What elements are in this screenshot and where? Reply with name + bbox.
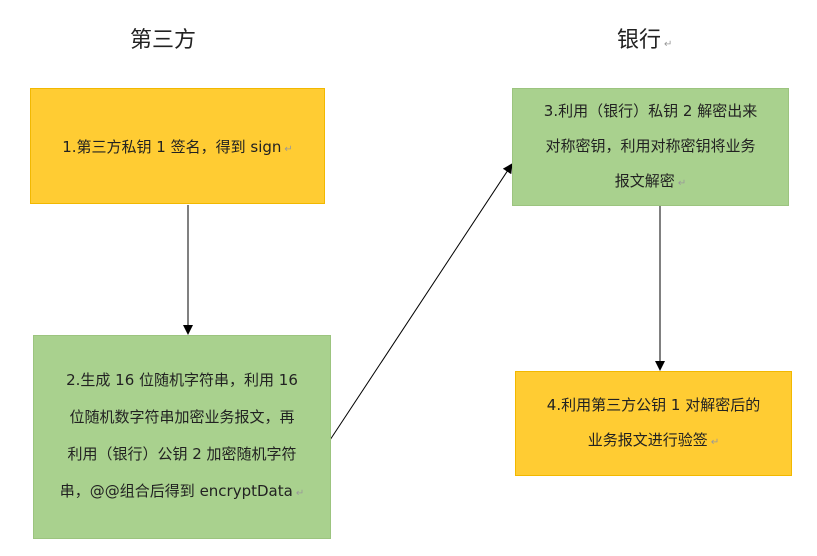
- step-3-line-2: 对称密钥，利用对称密钥将业务: [545, 136, 756, 155]
- step-3-line-1: 3.利用（银行）私钥 2 解密出来: [543, 101, 758, 120]
- step-1-line: 1.第三方私钥 1 签名，得到 sign↵: [62, 136, 293, 157]
- step-4-line-2: 业务报文进行验签: [587, 430, 708, 449]
- step-3-line-3: 报文解密: [614, 171, 675, 190]
- step-2-box: 2.生成 16 位随机字符串，利用 16 位随机数字符串加密业务报文，再 利用（…: [33, 335, 331, 539]
- arrow-step2-to-step3: [329, 163, 513, 441]
- step-2-line-4: 串，@@组合后得到 encryptData: [59, 482, 293, 500]
- step-3-line-3-wrap: 报文解密↵: [615, 164, 686, 201]
- paragraph-mark: ↵: [710, 436, 720, 448]
- paragraph-mark: ↵: [295, 488, 305, 499]
- step-2-line-3: 利用（银行）公钥 2 加密随机字符: [67, 445, 297, 463]
- paragraph-mark: ↵: [284, 143, 293, 155]
- step-2-line-4-wrap: 串，@@组合后得到 encryptData↵: [60, 473, 304, 512]
- paragraph-mark: ↵: [664, 39, 673, 50]
- header-third-party: 第三方: [130, 28, 197, 53]
- step-1-text: 1.第三方私钥 1 签名，得到 sign: [62, 137, 282, 156]
- step-2-line-2: 位随机数字符串加密业务报文，再: [69, 408, 295, 426]
- step-4-line-1: 4.利用第三方公钥 1 对解密后的: [546, 395, 761, 414]
- header-bank: 银行↵: [617, 22, 672, 54]
- step-3-box: 3.利用（银行）私钥 2 解密出来 对称密钥，利用对称密钥将业务 报文解密↵: [512, 88, 789, 206]
- paragraph-mark: ↵: [677, 177, 687, 189]
- header-bank-text: 银行: [617, 28, 662, 53]
- step-4-box: 4.利用第三方公钥 1 对解密后的 业务报文进行验签↵: [515, 371, 792, 476]
- step-1-box: 1.第三方私钥 1 签名，得到 sign↵: [30, 88, 325, 204]
- step-4-line-2-wrap: 业务报文进行验签↵: [588, 423, 719, 460]
- step-2-line-1: 2.生成 16 位随机字符串，利用 16: [66, 371, 298, 389]
